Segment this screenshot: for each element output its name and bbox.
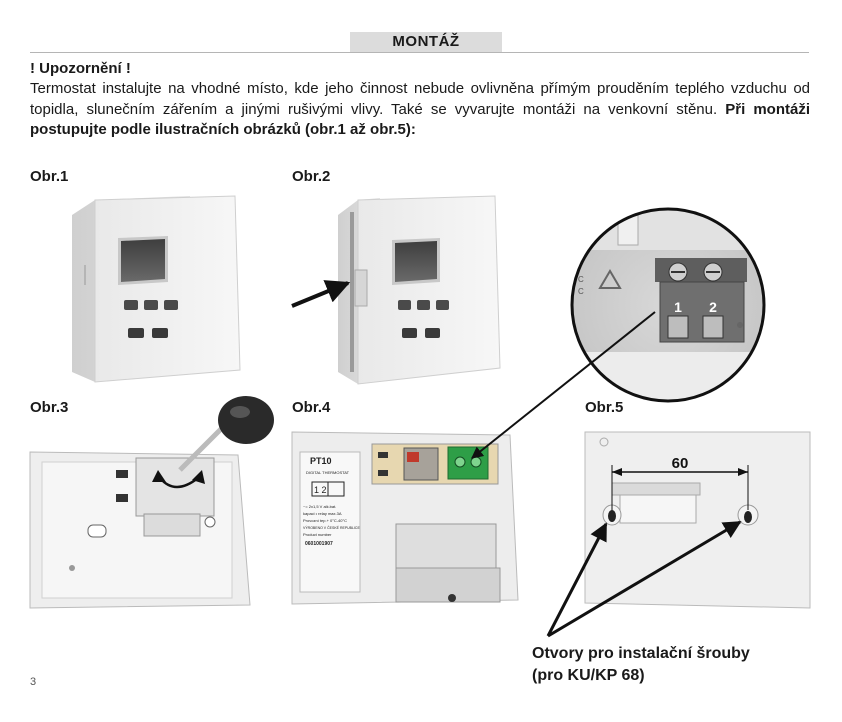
instruction-text: Při montáži postupujte podle ilustračníc… [30, 100, 810, 139]
device-label-line3: Provozní tep.+ 0°C-40°C [303, 518, 347, 523]
edge-mark-c1: C [578, 275, 584, 284]
title-rule [30, 52, 809, 53]
fig5-backplate [584, 431, 811, 609]
fig3-backplate [29, 396, 274, 609]
fig4-label: Obr.4 [292, 399, 331, 416]
device-label-subtitle: DIGITAL THERMOSTAT [306, 470, 350, 475]
terminal-1-label: 1 [674, 299, 682, 315]
warning-text: Termostat instalujte na vhodné místo, kd… [30, 80, 810, 118]
fig2-thermostat [338, 195, 501, 385]
device-label-line2: kapaci • relay max.3A [303, 511, 342, 516]
screw-holes-callout: Otvory pro instalační šrouby (pro KU/KP … [532, 643, 750, 687]
zoom-to-terminal-arrow [471, 311, 656, 459]
fig2-label: Obr.2 [292, 168, 331, 185]
terminal-zoom: 1 2 C C [570, 207, 766, 403]
fig3-label: Obr.3 [30, 399, 69, 416]
device-label-model: PT10 [310, 456, 332, 466]
callout-arrow-right [547, 520, 742, 638]
callout-arrow-left [546, 522, 608, 637]
edge-mark-c2: C [578, 287, 584, 296]
callout-line1: Otvory pro instalační šrouby [532, 645, 750, 662]
fig1-thermostat [72, 195, 241, 383]
fig5-label: Obr.5 [585, 399, 624, 416]
fig4-open-device [291, 431, 519, 605]
device-label-line1: ~= 2x1,5 V alk.bat. [303, 504, 336, 509]
device-label-terminals: 1 2 [314, 485, 327, 495]
device-label-line4: VÝROBENO V ČESKÉ REPUBLICE [303, 525, 360, 530]
page-number: 3 [30, 676, 37, 688]
warning-heading: ! Upozornění ! [30, 60, 131, 77]
section-title: MONTÁŽ [350, 32, 502, 52]
terminal-2-label: 2 [709, 299, 717, 315]
warning-paragraph: Termostat instalujte na vhodné místo, kd… [30, 79, 810, 141]
device-label-serial: 0601001907 [305, 541, 333, 547]
device-label-line5: Product number [303, 532, 332, 537]
dimension-label: 60 [672, 455, 689, 472]
callout-line2: (pro KU/KP 68) [532, 667, 645, 684]
fig2-arrow [291, 280, 351, 308]
fig1-label: Obr.1 [30, 168, 69, 185]
